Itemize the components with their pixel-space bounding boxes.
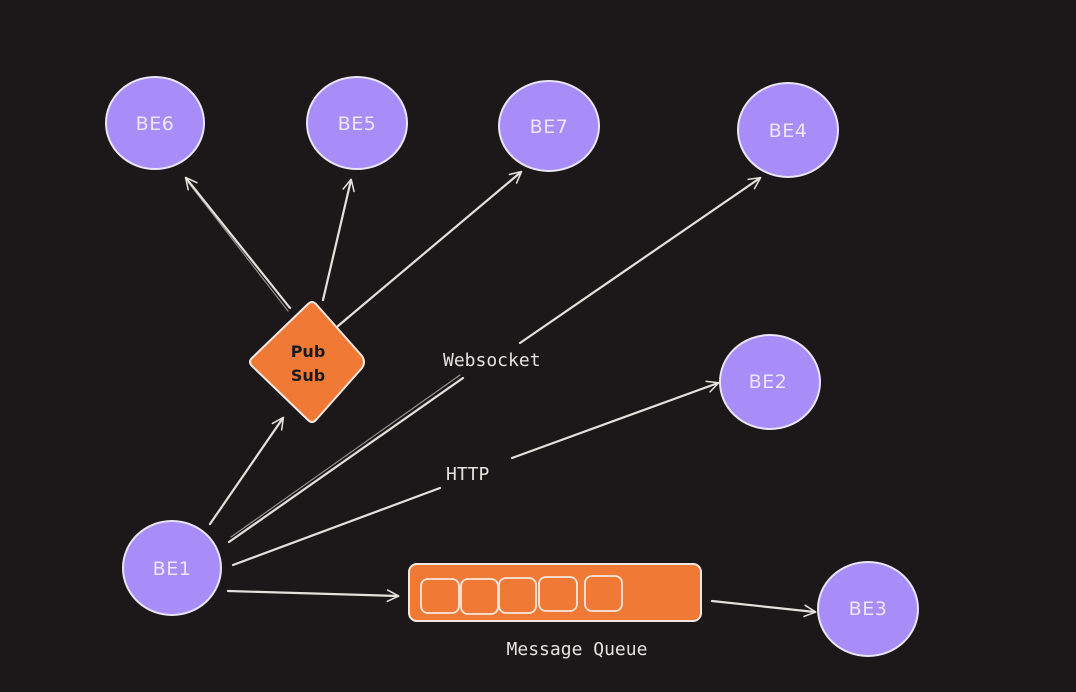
be4-circle xyxy=(737,82,839,178)
pubsub-diamond xyxy=(249,301,365,423)
edge-pubsub-to-be6-sketch xyxy=(187,181,289,312)
be3-circle xyxy=(817,561,919,657)
node-be7[interactable]: BE7 xyxy=(498,80,600,172)
queue-slot xyxy=(538,576,578,612)
edge-pubsub-to-be7 xyxy=(336,170,523,328)
queue-slot xyxy=(420,578,460,614)
be5-circle xyxy=(306,76,408,170)
be2-circle xyxy=(719,334,821,430)
node-be3[interactable]: BE3 xyxy=(817,561,919,657)
edge-queue-to-be3 xyxy=(710,599,817,618)
edge-be1-to-be4-sketch xyxy=(230,374,461,538)
pubsub-label-line2: Sub xyxy=(291,366,325,385)
be2-label: BE2 xyxy=(749,371,788,393)
node-be2[interactable]: BE2 xyxy=(719,334,821,430)
queue-slot xyxy=(460,578,499,615)
be1-circle xyxy=(122,520,222,616)
edges xyxy=(184,170,817,618)
be4-label: BE4 xyxy=(769,120,808,142)
edge-be1-to-be2-part1 xyxy=(231,486,442,567)
be6-circle xyxy=(105,76,205,170)
queue-slot xyxy=(584,575,623,612)
be1-label: BE1 xyxy=(153,558,192,580)
edge-be1-to-queue xyxy=(226,589,400,603)
message-queue-label: Message Queue xyxy=(507,639,648,660)
be3-label: BE3 xyxy=(849,598,888,620)
node-be6[interactable]: BE6 xyxy=(105,76,205,170)
message-queue-node[interactable] xyxy=(408,563,702,622)
node-be4[interactable]: BE4 xyxy=(737,82,839,178)
edge-be1-to-be4-part1 xyxy=(227,376,465,544)
edge-be1-to-be4-part2 xyxy=(518,176,762,345)
node-be1[interactable]: BE1 xyxy=(122,520,222,616)
be7-label: BE7 xyxy=(530,116,569,138)
edge-be1-to-pubsub xyxy=(208,416,285,526)
edge-be1-to-be2-part2 xyxy=(510,380,720,460)
queue-slot xyxy=(498,577,537,614)
edge-pubsub-to-be5 xyxy=(321,178,355,302)
be5-label: BE5 xyxy=(338,113,377,135)
node-be5[interactable]: BE5 xyxy=(306,76,408,170)
pubsub-node[interactable]: Pub Sub xyxy=(249,301,365,423)
be6-label: BE6 xyxy=(136,113,175,135)
edge-pubsub-to-be6 xyxy=(184,176,292,310)
be7-circle xyxy=(498,80,600,172)
websocket-label: Websocket xyxy=(443,350,541,371)
pubsub-label-line1: Pub xyxy=(291,342,326,361)
http-label: HTTP xyxy=(446,464,490,485)
